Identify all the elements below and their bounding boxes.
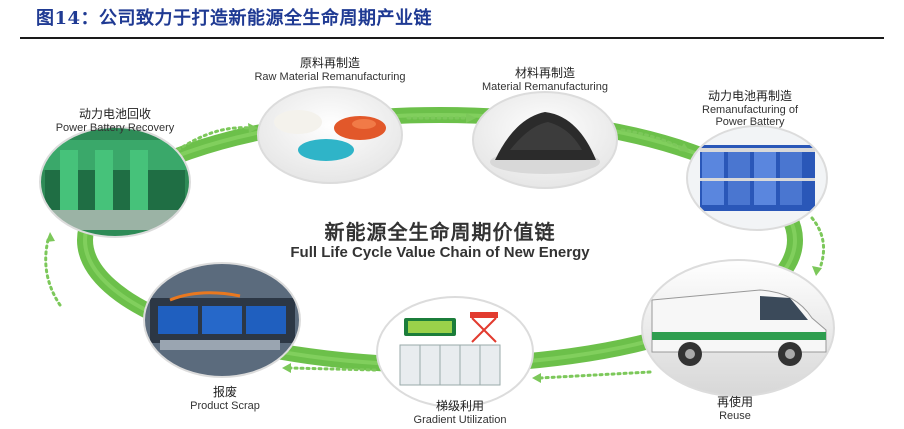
stage-label-gradient: 梯级利用 Gradient Utilization [390, 399, 530, 426]
stage-label-recovery-en: Power Battery Recovery [55, 121, 175, 134]
figure-title: 图14：公司致力于打造新能源全生命周期产业链 [36, 8, 433, 29]
flow-arrow-gradient-to-scrap [288, 366, 377, 372]
stage-label-battery-en: Remanufacturing of Power Battery [702, 103, 798, 129]
stage-label-reuse: 再使用 Reuse [690, 395, 780, 422]
center-title-en: Full Life Cycle Value Chain of New Energ… [290, 244, 590, 261]
stage-label-battery-cn: 动力电池再制造 [707, 89, 792, 103]
flow-arrow-scrap-to-recovery [44, 238, 62, 307]
stage-label-raw-en: Raw Material Remanufacturing [254, 70, 406, 83]
material-image [473, 92, 617, 188]
gradient-utilization-image [377, 297, 533, 407]
stage-label-reuse-cn: 再使用 [716, 395, 753, 409]
stage-label-battery: 动力电池再制造 Remanufacturing of Power Battery [690, 89, 810, 129]
flow-arrow-material-to-battery [620, 128, 684, 150]
stage-label-material-cn: 材料再制造 [514, 66, 575, 80]
stage-label-raw: 原料再制造 Raw Material Remanufacturing [230, 56, 430, 83]
stage-label-material: 材料再制造 Material Remanufacturing [445, 66, 645, 93]
title-divider [20, 37, 884, 39]
stage-label-material-en: Material Remanufacturing [482, 80, 608, 93]
stage-label-reuse-en: Reuse [719, 409, 751, 422]
stage-label-scrap-en: Product Scrap [190, 399, 260, 412]
flow-arrow-recovery-to-raw [176, 126, 252, 152]
stage-label-scrap: 报废 Product Scrap [165, 385, 285, 412]
product-scrap-image [144, 263, 300, 377]
flow-arrows [44, 116, 826, 380]
center-title-cn: 新能源全生命周期价值链 [324, 220, 556, 244]
stage-label-recovery: 动力电池回收 Power Battery Recovery [30, 107, 200, 134]
raw-material-image [258, 87, 402, 183]
reuse-van-image [642, 260, 834, 396]
flow-arrow-battery-to-reuse [810, 216, 826, 270]
battery-pack-image [687, 126, 827, 230]
stage-label-raw-cn: 原料再制造 [299, 56, 360, 70]
flow-arrow-reuse-to-gradient [538, 370, 652, 380]
battery-recovery-image [40, 127, 190, 237]
flow-arrowheads [46, 113, 822, 383]
stage-label-scrap-cn: 报废 [212, 385, 237, 399]
stage-label-gradient-en: Gradient Utilization [413, 413, 507, 426]
stage-label-recovery-cn: 动力电池回收 [78, 107, 151, 121]
stage-label-gradient-cn: 梯级利用 [435, 399, 484, 413]
